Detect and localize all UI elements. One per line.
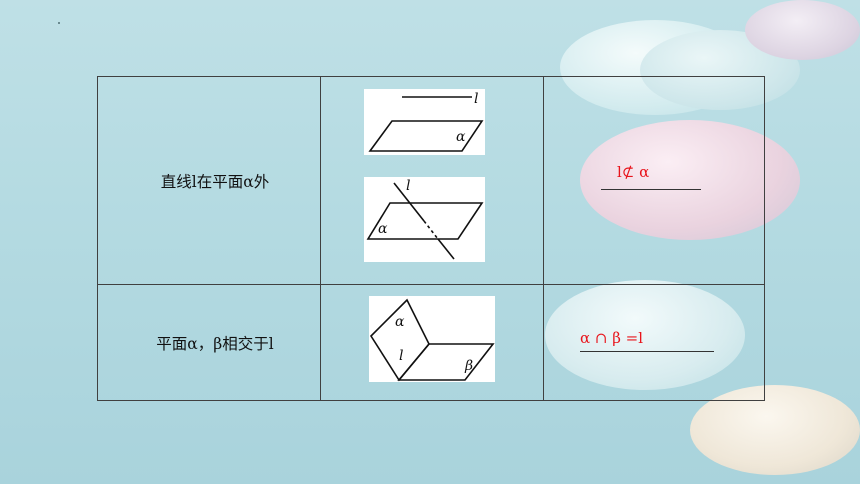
- plane1-label: α: [395, 314, 405, 330]
- line-l-visible-top: [393, 182, 425, 222]
- plane-alpha: [368, 120, 484, 152]
- plane-alpha: [369, 298, 430, 382]
- line-l-hidden: [423, 220, 439, 240]
- plane2-label: β: [464, 358, 473, 374]
- figure-line-above-plane: l α: [364, 89, 485, 155]
- line-l-visible-bottom: [437, 238, 455, 260]
- line-label: l: [406, 178, 410, 194]
- pebble-decoration: [745, 0, 860, 60]
- speck: [58, 22, 60, 24]
- figure-two-planes-intersect: α l β: [369, 296, 495, 382]
- table-row: 直线l在平面α外 l α l α l⊄ α: [97, 76, 765, 285]
- cell-label: 直线l在平面α外: [97, 76, 321, 285]
- cell-answer: l⊄ α: [543, 76, 765, 285]
- answer-text: l⊄ α: [617, 163, 650, 181]
- answer-text: α ∩ β =l: [580, 329, 644, 347]
- line-label: l: [474, 91, 478, 107]
- cell-figure: l α l α: [320, 76, 544, 285]
- answer-underline: [601, 189, 701, 190]
- plane-alpha: [366, 202, 484, 240]
- plane-label: α: [378, 221, 388, 237]
- line-label: l: [399, 348, 403, 364]
- table-row: 平面α，β相交于l α l β α ∩ β =l: [97, 284, 765, 401]
- plane-beta: [397, 343, 495, 381]
- plane-label: α: [456, 129, 466, 145]
- cell-answer: α ∩ β =l: [543, 284, 765, 401]
- geometry-table: 直线l在平面α外 l α l α l⊄ α: [97, 76, 765, 401]
- figure-line-intersect-plane: l α: [364, 177, 485, 262]
- answer-underline: [580, 351, 714, 352]
- cell-figure: α l β: [320, 284, 544, 401]
- cell-label: 平面α，β相交于l: [97, 284, 321, 401]
- row-label: 直线l在平面α外: [160, 172, 270, 191]
- row-label: 平面α，β相交于l: [156, 334, 274, 353]
